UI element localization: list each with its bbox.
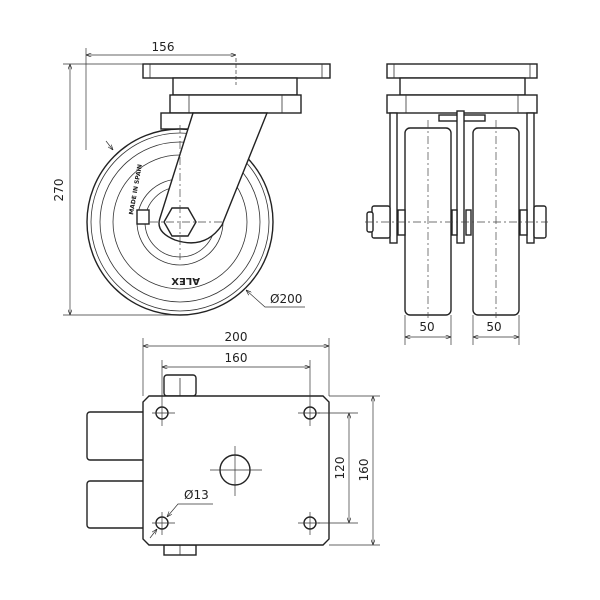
dim-wheel-width-right: 50	[486, 320, 501, 334]
dim-plate-length: 160	[357, 459, 371, 482]
front-view: 50 50	[365, 63, 548, 345]
dim-height: 270	[52, 179, 66, 202]
marking-alex: ALEX	[171, 275, 200, 286]
top-plate	[142, 63, 331, 79]
center-plate	[456, 110, 465, 244]
dim-hole-spacing-y: 120	[333, 457, 347, 480]
plate-view: 200 160 120 160 Ø13	[86, 330, 380, 556]
valve	[136, 209, 150, 225]
dim-width: 156	[152, 40, 175, 54]
dim-wheel-diameter: Ø200	[270, 292, 302, 306]
wheel-stub-bottom	[86, 480, 148, 529]
dim-hole-spacing-x: 160	[225, 351, 248, 365]
dim-hole-diameter: Ø13	[184, 488, 209, 502]
dim-plate-width: 200	[225, 330, 248, 344]
bearing-ring	[172, 77, 298, 96]
fork-leg-right	[526, 112, 535, 244]
swivel-block	[169, 94, 302, 114]
fork-leg-left	[389, 112, 398, 244]
dim-wheel-width-left: 50	[419, 320, 434, 334]
diameter-leader	[246, 290, 305, 308]
side-view: MADE IN SPAIN ALEX 156 270 Ø200	[52, 40, 331, 316]
wheel-stub-top	[86, 411, 148, 461]
